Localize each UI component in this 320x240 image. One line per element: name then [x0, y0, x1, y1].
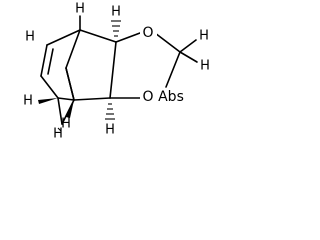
- bond-c1-c10: [79, 29, 117, 43]
- bond-c7-c1: [65, 29, 81, 69]
- bond-ch2-hb: [179, 51, 198, 63]
- molecule-diagram: O O Abs H H H H H H H H H: [0, 0, 213, 144]
- hydrogen-right-ch2-a: H: [199, 29, 209, 44]
- bond-c2-c3: [40, 44, 48, 77]
- oxygen-bottom-label: O: [142, 89, 153, 105]
- oxygen-top-label: O: [142, 25, 153, 41]
- abs-stereo-label: Abs: [158, 89, 184, 105]
- bond-c4-c6: [57, 97, 75, 101]
- bond-ch2-ha: [179, 39, 197, 53]
- bond-c1-c2: [46, 29, 81, 46]
- bond-c5-c6: [61, 99, 75, 125]
- wedge-c6-h: [66, 100, 74, 118]
- hydrogen-bottom-left: H: [53, 127, 63, 142]
- hydrogen-left-alkene: H: [25, 30, 35, 45]
- hash-c5-h1: [57, 127, 62, 132]
- bond-c10-otop: [115, 32, 141, 43]
- bonds: [40, 15, 181, 125]
- bond-otop-ch2: [154, 32, 181, 53]
- wedge-c4-h: [38, 98, 58, 104]
- structure-svg: O O Abs H H H H H H H H H: [23, 2, 210, 142]
- hydrogen-right-ch2-b: H: [200, 59, 210, 74]
- bond-c7-c8: [65, 67, 75, 101]
- bond-c10-c9: [109, 41, 117, 99]
- bond-c2-c3-double: [47, 48, 54, 75]
- stereo-wedge-bonds: [38, 98, 74, 118]
- bond-c4-c5: [57, 97, 63, 125]
- hydrogen-top-center: H: [75, 2, 85, 17]
- hydrogen-top-right: H: [111, 5, 121, 20]
- stereo-hash-bonds: [57, 20, 121, 132]
- hydrogen-labels: H H H H H H H H H: [23, 2, 210, 142]
- bond-ch2-obottom: [165, 51, 181, 88]
- hydrogen-left-low: H: [23, 94, 33, 109]
- bond-c6-c9: [73, 97, 111, 101]
- atom-labels: O O Abs: [140, 24, 185, 106]
- hydrogen-bottom-right: H: [105, 123, 115, 138]
- bond-c3-c4: [40, 75, 59, 99]
- hydrogen-bottom-center: H: [61, 117, 71, 132]
